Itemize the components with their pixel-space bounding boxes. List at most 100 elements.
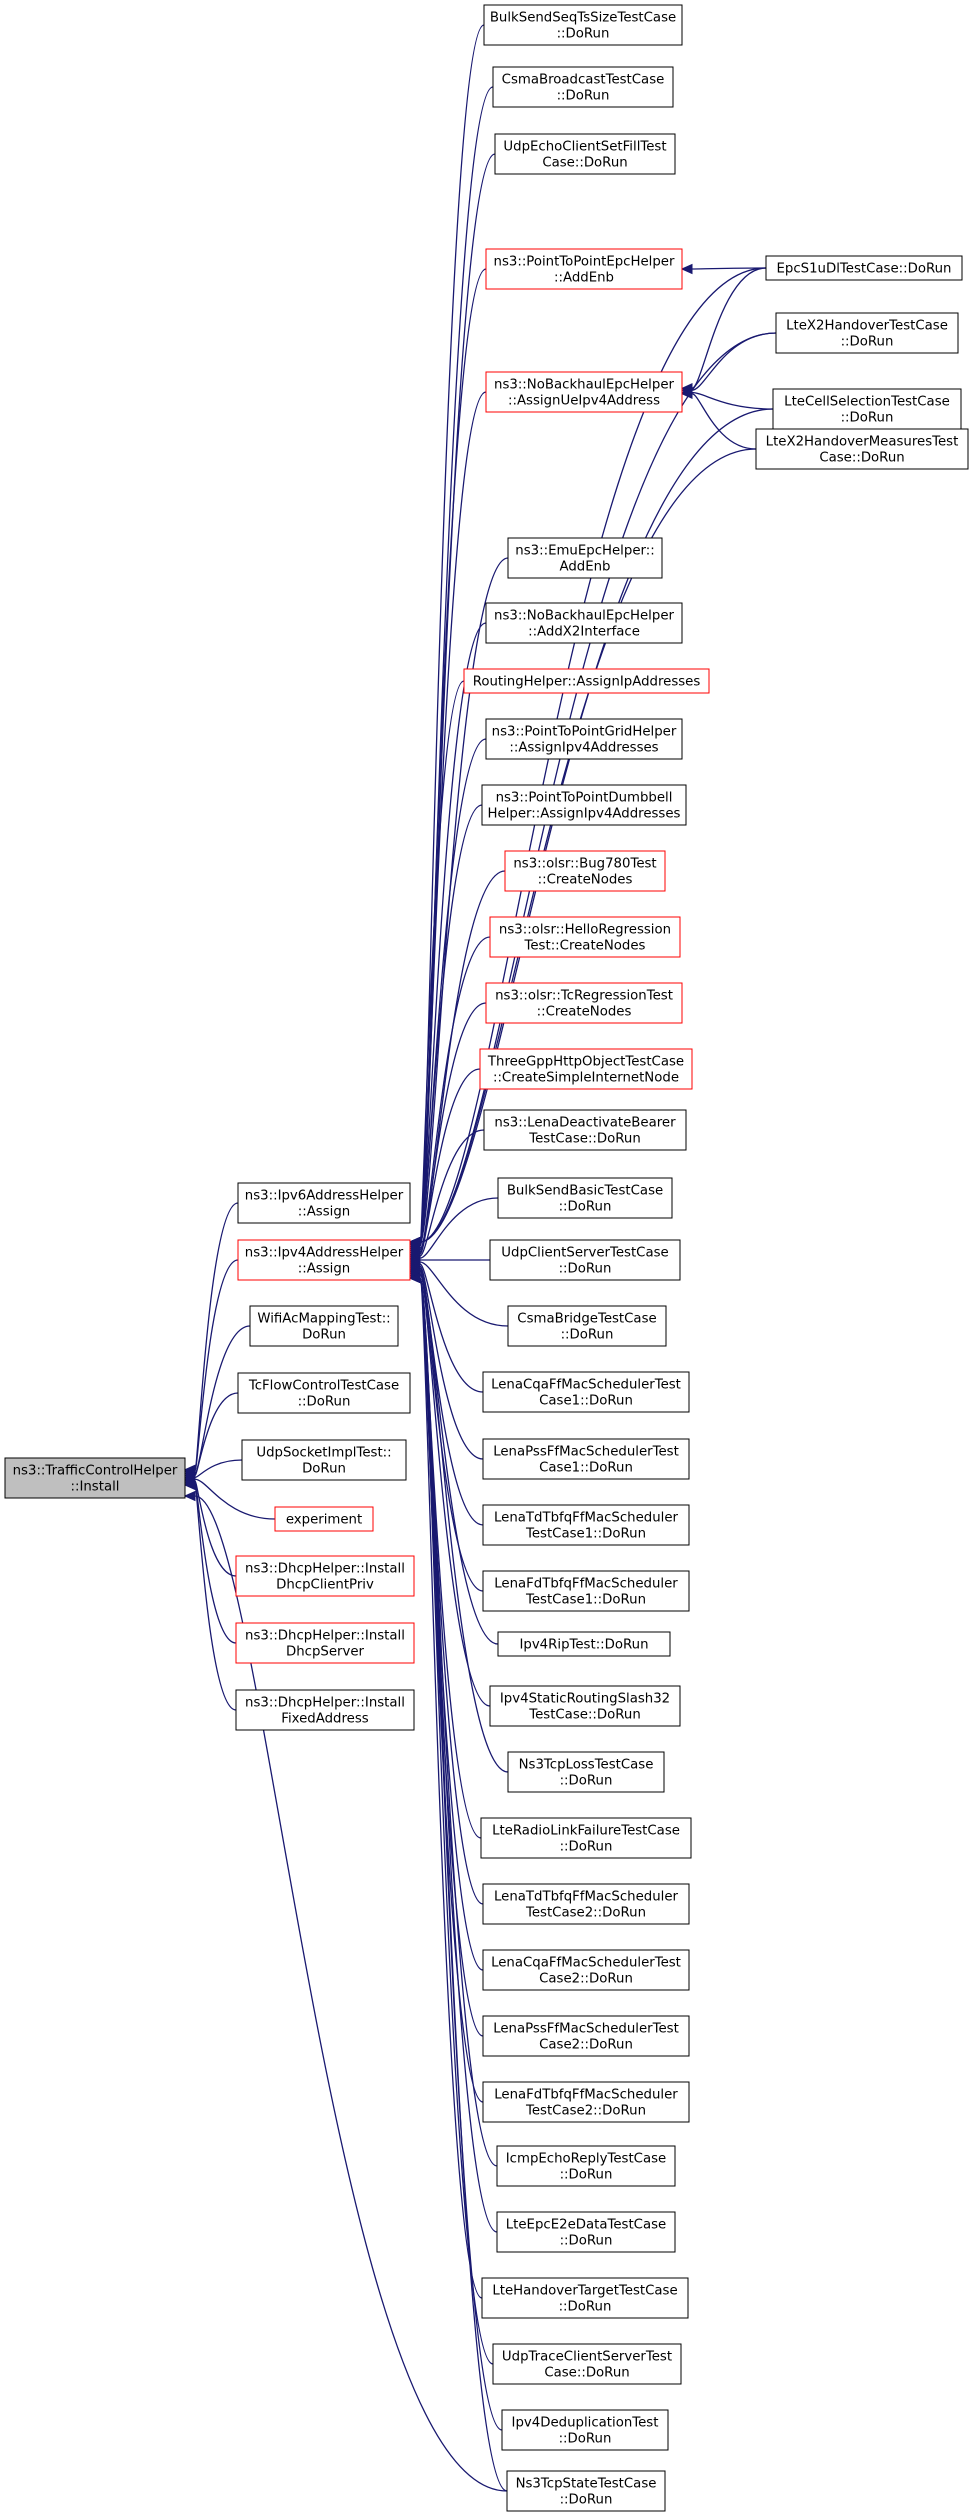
node-label-routinghelper-line-1: RoutingHelper::AssignIpAddresses <box>473 675 701 690</box>
node-udpsock[interactable]: UdpSocketImplTest::DoRun <box>241 1439 407 1481</box>
edge-tcflow-to-root <box>194 1392 239 1477</box>
node-lteepce2e[interactable]: LteEpcE2eDataTestCase::DoRun <box>496 2211 676 2253</box>
node-box-udpsock <box>241 1439 407 1481</box>
node-p2pepc[interactable]: ns3::PointToPointEpcHelper::AddEnb <box>485 248 683 290</box>
node-box-bulkbasic <box>497 1177 673 1219</box>
node-box-olsrhello <box>489 916 681 958</box>
node-box-lteradio <box>480 1817 692 1859</box>
node-label-ipv4dedup-line-2: ::DoRun <box>559 2432 612 2447</box>
node-label-udptrace-line-2: Case::DoRun <box>544 2366 629 2381</box>
node-label-ipv6assign-line-2: ::Assign <box>298 1205 350 1220</box>
arrowhead-ns3tcpstate-to-root <box>183 1490 196 1502</box>
node-olsrtc[interactable]: ns3::olsr::TcRegressionTest::CreateNodes <box>485 982 683 1024</box>
node-box-p2pepc <box>485 248 683 290</box>
node-root: ns3::TrafficControlHelper::Install <box>4 1457 186 1499</box>
node-box-nobackhaul <box>485 371 683 413</box>
node-label-dhcpserver-line-2: DhcpServer <box>286 1645 365 1660</box>
node-p2pdumbbell[interactable]: ns3::PointToPointDumbbellHelper::AssignI… <box>481 784 687 826</box>
node-wifiac[interactable]: WifiAcMappingTest::DoRun <box>249 1305 399 1347</box>
node-emuepc[interactable]: ns3::EmuEpcHelper::AddEnb <box>507 537 663 579</box>
node-box-root <box>4 1457 186 1499</box>
node-threegpp[interactable]: ThreeGppHttpObjectTestCase::CreateSimple… <box>479 1048 693 1090</box>
node-ns3tcploss[interactable]: Ns3TcpLossTestCase::DoRun <box>507 1751 665 1793</box>
node-label-olsrbug-line-2: ::CreateNodes <box>538 873 633 888</box>
node-routinghelper[interactable]: RoutingHelper::AssignIpAddresses <box>463 668 710 694</box>
node-label-icmpecho-line-2: ::DoRun <box>560 2168 613 2183</box>
node-box-ltex2hom <box>755 428 969 470</box>
node-label-ipv4static-line-2: TestCase::DoRun <box>528 1708 641 1723</box>
node-box-threegpp <box>479 1048 693 1090</box>
node-box-dhcpfixed <box>235 1689 415 1731</box>
node-box-ns3tcploss <box>507 1751 665 1793</box>
node-ipv4dedup[interactable]: Ipv4DeduplicationTest::DoRun <box>501 2409 669 2451</box>
node-box-emuepc <box>507 537 663 579</box>
node-ns3tcpstate[interactable]: Ns3TcpStateTestCase::DoRun <box>506 2470 666 2512</box>
node-label-nobackhaulx2-line-2: ::AddX2Interface <box>528 625 640 640</box>
node-label-olsrtc-line-2: ::CreateNodes <box>537 1005 632 1020</box>
node-ltecellsel[interactable]: LteCellSelectionTestCase::DoRun <box>772 388 962 430</box>
node-label-udptrace-line-1: UdpTraceClientServerTest <box>502 2350 672 2365</box>
node-ipv4rip[interactable]: Ipv4RipTest::DoRun <box>497 1631 671 1657</box>
edge-experiment-to-root <box>194 1478 276 1520</box>
node-label-ipv4dedup-line-1: Ipv4DeduplicationTest <box>512 2416 659 2431</box>
node-label-icmpecho-line-1: IcmpEchoReplyTestCase <box>506 2152 666 2167</box>
node-olsrbug[interactable]: ns3::olsr::Bug780Test::CreateNodes <box>504 850 666 892</box>
node-ipv4assign[interactable]: ns3::Ipv4AddressHelper::Assign <box>237 1239 411 1281</box>
edge-udpsock-to-root <box>194 1459 243 1479</box>
node-label-ipv4assign-line-2: ::Assign <box>298 1262 350 1277</box>
edge-p2pepc-to-ipv4assign <box>419 268 487 1243</box>
node-lteradio[interactable]: LteRadioLinkFailureTestCase::DoRun <box>480 1817 692 1859</box>
node-label-nobackhaul-line-2: ::AssignUeIpv4Address <box>508 394 660 409</box>
node-ipv6assign[interactable]: ns3::Ipv6AddressHelper::Assign <box>237 1182 411 1224</box>
node-udpcs[interactable]: UdpClientServerTestCase::DoRun <box>489 1239 681 1281</box>
node-box-ipv4assign <box>237 1239 411 1281</box>
node-experiment[interactable]: experiment <box>274 1506 374 1532</box>
node-csmabcast[interactable]: CsmaBroadcastTestCase::DoRun <box>492 66 674 108</box>
call-graph-edges <box>183 24 777 2492</box>
node-label-threegpp-line-2: ::CreateSimpleInternetNode <box>493 1071 679 1086</box>
node-label-ltecellsel-line-2: ::DoRun <box>841 411 894 426</box>
node-label-ipv4assign-line-1: ns3::Ipv4AddressHelper <box>245 1246 404 1261</box>
node-label-wifiac-line-2: DoRun <box>302 1328 346 1343</box>
node-nobackhaul[interactable]: ns3::NoBackhaulEpcHelper::AssignUeIpv4Ad… <box>485 371 683 413</box>
node-tcflow[interactable]: TcFlowControlTestCase::DoRun <box>237 1372 411 1414</box>
node-p2pgrid[interactable]: ns3::PointToPointGridHelper::AssignIpv4A… <box>485 718 683 760</box>
node-label-csmabridge-line-2: ::DoRun <box>561 1328 614 1343</box>
node-bulkseq[interactable]: BulkSendSeqTsSizeTestCase::DoRun <box>483 4 683 46</box>
node-icmpecho[interactable]: IcmpEchoReplyTestCase::DoRun <box>496 2145 676 2187</box>
node-label-olsrhello-line-2: Test::CreateNodes <box>524 939 646 954</box>
node-label-p2pepc-line-1: ns3::PointToPointEpcHelper <box>494 255 675 270</box>
node-ltex2ho[interactable]: LteX2HandoverTestCase::DoRun <box>775 312 959 354</box>
node-box-pss1 <box>482 1438 690 1480</box>
node-label-tdtbfq2-line-2: TestCase2::DoRun <box>525 1906 646 1921</box>
node-label-ipv4static-line-1: Ipv4StaticRoutingSlash32 <box>500 1692 670 1707</box>
node-label-p2pdumbbell-line-2: Helper::AssignIpv4Addresses <box>488 807 681 822</box>
node-label-nobackhaul-line-1: ns3::NoBackhaulEpcHelper <box>494 378 674 393</box>
node-bulkbasic[interactable]: BulkSendBasicTestCase::DoRun <box>497 1177 673 1219</box>
node-label-lteepce2e-line-2: ::DoRun <box>560 2234 613 2249</box>
node-epcs1u[interactable]: EpcS1uDlTestCase::DoRun <box>765 255 963 281</box>
node-nobackhaulx2[interactable]: ns3::NoBackhaulEpcHelper::AddX2Interface <box>485 602 683 644</box>
node-ltehotarget[interactable]: LteHandoverTargetTestCase::DoRun <box>481 2277 689 2319</box>
node-olsrhello[interactable]: ns3::olsr::HelloRegressionTest::CreateNo… <box>489 916 681 958</box>
node-label-tcflow-line-2: ::DoRun <box>298 1395 351 1410</box>
node-csmabridge[interactable]: CsmaBridgeTestCase::DoRun <box>507 1305 667 1347</box>
node-label-emuepc-line-2: AddEnb <box>559 560 610 575</box>
edge-epcs1u-to-nobackhaul <box>691 267 767 389</box>
